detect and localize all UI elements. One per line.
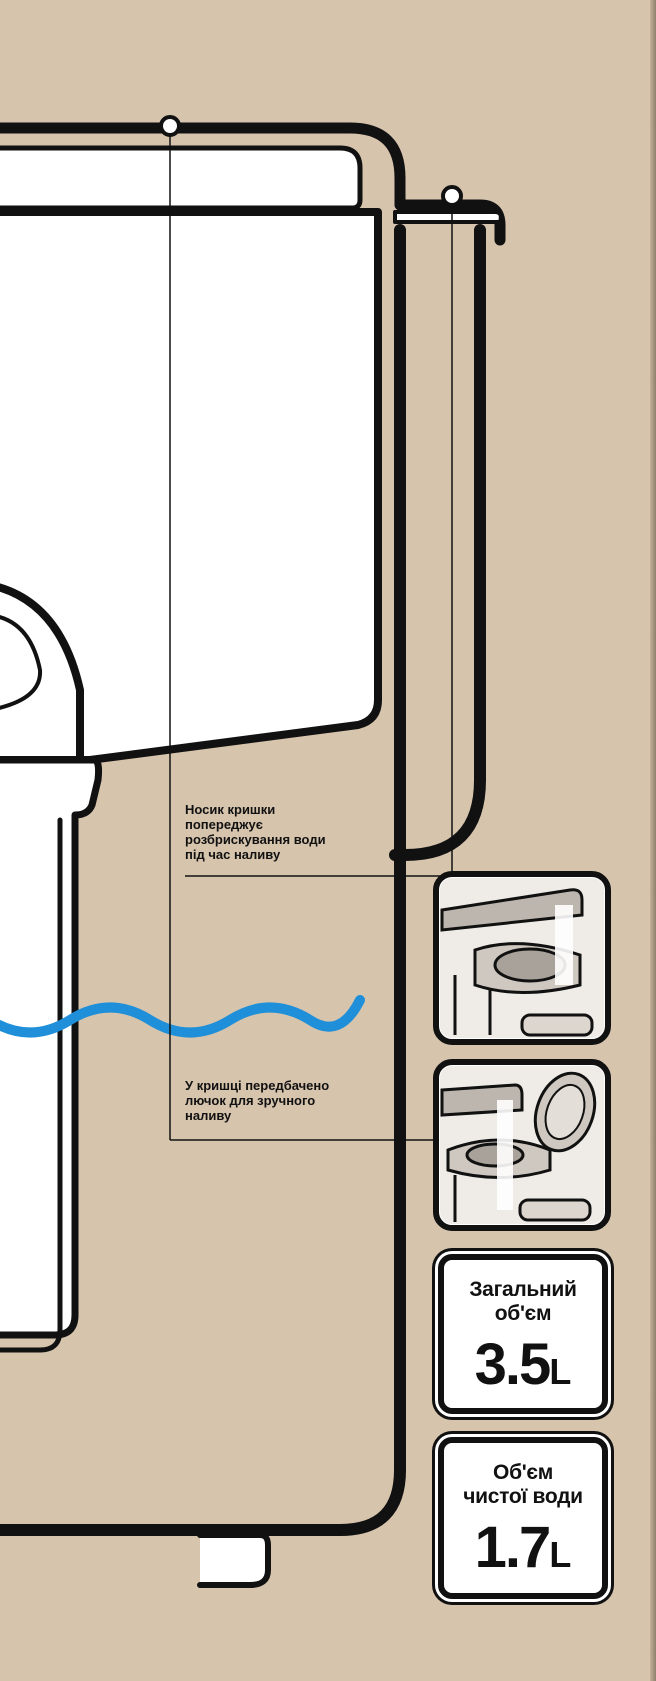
callout-spout-line-3: розбрискування води xyxy=(185,832,326,847)
total-volume-value: 3.5L xyxy=(444,1334,602,1403)
water-wave xyxy=(0,995,365,1038)
clean-water-volume-label-line-2: чистої води xyxy=(463,1485,583,1508)
callout-spout-line-1: Носик кришки xyxy=(185,802,276,817)
clean-water-volume-label: Об'єм чистої води xyxy=(444,1461,602,1509)
callout-hatch-line-2: лючок для зручного xyxy=(185,1093,316,1108)
callout-hatch-line-3: наливу xyxy=(185,1108,232,1123)
clean-water-volume-value: 1.7L xyxy=(444,1517,602,1586)
pitcher-body xyxy=(0,115,506,1588)
total-volume-badge: Загальний об'єм 3.5L xyxy=(438,1254,608,1414)
callout-hatch-line-1: У кришці передбачено xyxy=(185,1078,330,1093)
total-volume-label-line-1: Загальний xyxy=(469,1278,577,1301)
callout-hatch: У кришці передбачено лючок для зручного … xyxy=(185,1078,385,1123)
page-edge-shadow xyxy=(650,0,656,1681)
clean-water-volume-badge: Об'єм чистої води 1.7L xyxy=(438,1437,608,1599)
callout-leaders xyxy=(169,135,453,1141)
total-volume-label: Загальний об'єм xyxy=(444,1278,602,1326)
callout-spout: Носик кришки попереджує розбрискування в… xyxy=(185,802,385,862)
callout-spout-line-4: під час наливу xyxy=(185,847,281,862)
lid-spout-detail-icon xyxy=(433,871,611,1045)
total-volume-unit: L xyxy=(549,1351,572,1392)
total-volume-label-line-2: об'єм xyxy=(494,1302,552,1325)
clean-water-volume-unit: L xyxy=(549,1534,572,1575)
callout-spout-line-2: попереджує xyxy=(185,817,263,832)
total-volume-number: 3.5 xyxy=(474,1332,552,1397)
clean-water-volume-label-line-1: Об'єм xyxy=(493,1461,553,1484)
lid-hatch-open-detail-icon xyxy=(433,1059,611,1231)
clean-water-volume-number: 1.7 xyxy=(474,1515,552,1580)
